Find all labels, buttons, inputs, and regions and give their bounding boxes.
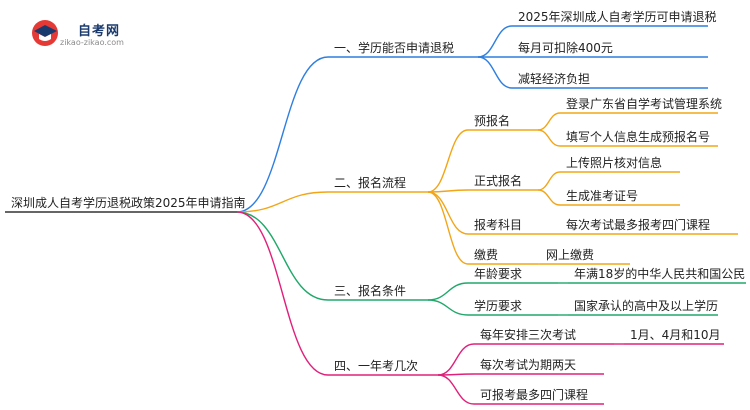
branch-3[interactable]: 三、报名条件: [334, 283, 406, 298]
branch-3-child-1[interactable]: 年龄要求: [474, 267, 522, 281]
logo-title: 自考网: [78, 24, 121, 39]
branch-2-child-1-leaf-2[interactable]: 填写个人信息生成预报名号: [566, 129, 710, 144]
branch-2-child-1-leaf-1[interactable]: 登录广东省自学考试管理系统: [566, 96, 722, 111]
branch-1-child-3[interactable]: 减轻经济负担: [518, 71, 590, 86]
branch-4-child-1-link: [437, 343, 475, 376]
branch-4[interactable]: 四、一年考几次: [334, 359, 418, 373]
branch-1[interactable]: 一、学历能否申请退税: [334, 40, 454, 55]
branch-link-4: [236, 211, 329, 376]
branch-2-child-1-leaf-2-link: [537, 129, 561, 147]
branch-2-child-1[interactable]: 预报名: [474, 113, 510, 128]
branch-link-1: [236, 56, 329, 213]
site-logo[interactable]: 自考网 zikao-zikao.com: [30, 16, 150, 52]
branch-link-3: [236, 211, 329, 301]
branch-2-child-1-link: [427, 129, 469, 193]
branch-3-child-2-link: [427, 299, 469, 316]
branch-2-child-1-leaf-1-link: [537, 112, 561, 131]
branch-1-child-1[interactable]: 2025年深圳成人自考学历可申请退税: [518, 9, 717, 24]
branch-2-child-2[interactable]: 正式报名: [474, 173, 522, 188]
branch-3-child-2-leaf-1[interactable]: 国家承认的高中及以上学历: [574, 298, 718, 313]
branch-2-child-4-link: [427, 191, 469, 265]
branch-1-child-1-link: [477, 25, 513, 58]
branch-3-child-2[interactable]: 学历要求: [474, 298, 522, 313]
branch-link-2: [236, 191, 329, 213]
branch-3-child-1-leaf-1[interactable]: 年满18岁的中华人民共和国公民: [574, 266, 745, 281]
branch-2-child-2-leaf-2[interactable]: 生成准考证号: [566, 189, 638, 203]
branch-2-child-2-leaf-1[interactable]: 上传照片核对信息: [566, 155, 662, 170]
branch-2[interactable]: 二、报名流程: [334, 175, 406, 190]
branch-3-child-1-link: [427, 282, 469, 301]
logo-subtitle: zikao-zikao.com: [60, 38, 124, 47]
graduation-cap-icon: [32, 20, 58, 46]
branch-4-child-3-link: [437, 374, 475, 405]
branch-2-child-3-link: [427, 191, 469, 235]
root-node[interactable]: 深圳成人自考学历退税政策2025年申请指南: [11, 195, 246, 210]
branch-2-child-4[interactable]: 缴费: [474, 247, 498, 262]
branch-4-child-3[interactable]: 可报考最多四门课程: [480, 387, 588, 402]
branch-2-child-4-leaf-1[interactable]: 网上缴费: [546, 247, 594, 262]
branch-2-child-2-link: [427, 189, 469, 193]
branch-4-child-2[interactable]: 每次考试为期两天: [480, 357, 576, 372]
branch-4-child-1-leaf-1[interactable]: 1月、4月和10月: [630, 328, 721, 342]
branch-1-child-3-link: [477, 56, 513, 89]
branch-2-child-3[interactable]: 报考科目: [474, 217, 522, 232]
branch-1-child-2[interactable]: 每月可扣除400元: [518, 40, 613, 55]
branch-4-child-1[interactable]: 每年安排三次考试: [480, 327, 576, 342]
branch-2-child-3-leaf-1[interactable]: 每次考试最多报考四门课程: [566, 217, 710, 232]
branch-2-child-2-leaf-1-link: [537, 171, 561, 191]
branch-2-child-2-leaf-2-link: [537, 189, 561, 206]
